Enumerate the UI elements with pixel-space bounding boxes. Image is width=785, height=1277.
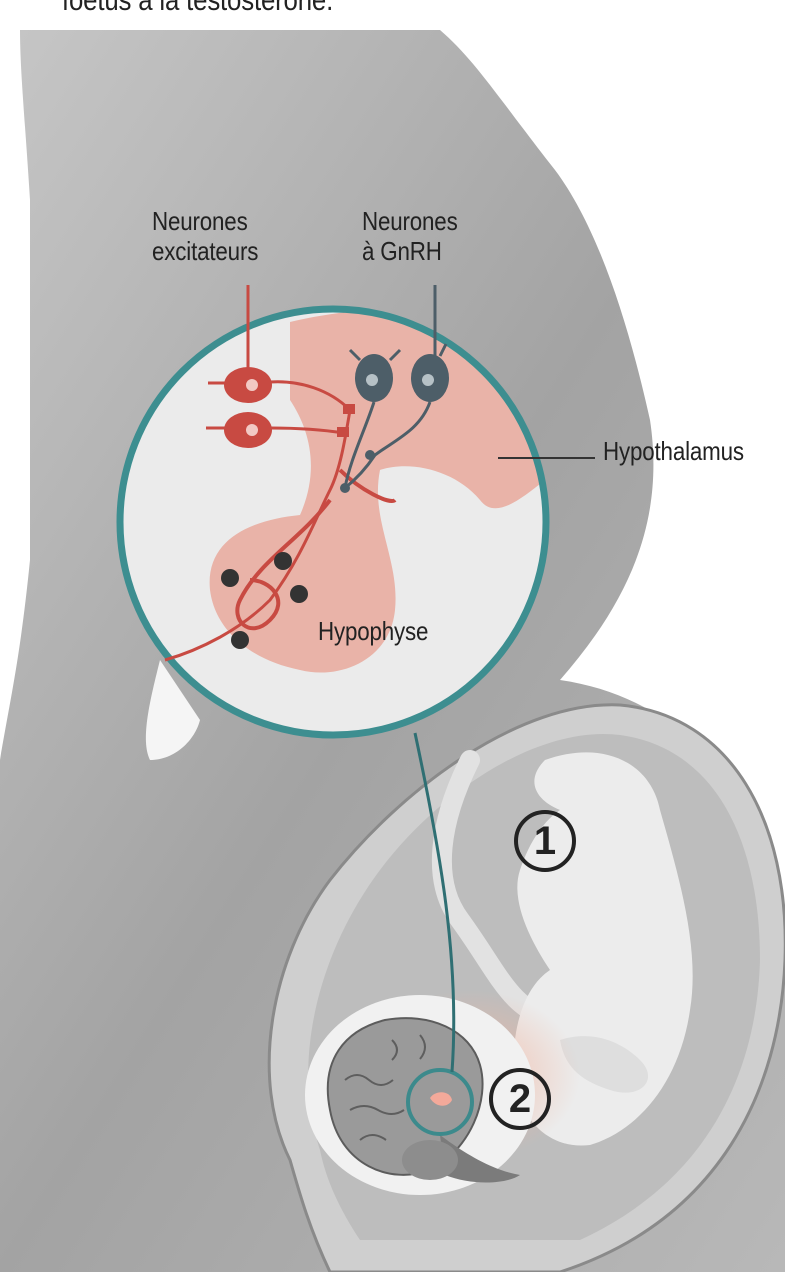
label-gnrh-line2: à GnRH xyxy=(362,236,458,266)
cerebellum xyxy=(402,1140,458,1180)
label-excitatory-line1: Neurones xyxy=(152,206,258,236)
pituitary-dot-4 xyxy=(231,631,249,649)
gnrh-neuron-1-nucleus xyxy=(366,374,378,386)
label-excitatory-neurons: Neurones excitateurs xyxy=(152,206,258,266)
gnrh-terminal-1 xyxy=(365,450,375,460)
red-synapse-1 xyxy=(343,404,355,414)
red-neuron-1-nucleus xyxy=(246,379,258,391)
marker-2: 2 xyxy=(489,1068,551,1130)
label-gnrh-line1: Neurones xyxy=(362,206,458,236)
gnrh-neuron-2-nucleus xyxy=(422,374,434,386)
pituitary-dot-1 xyxy=(221,569,239,587)
marker-1: 1 xyxy=(514,810,576,872)
label-hypothalamus: Hypothalamus xyxy=(603,436,744,466)
gnrh-terminal-2 xyxy=(340,483,350,493)
red-synapse-2 xyxy=(337,427,349,437)
red-neuron-2-nucleus xyxy=(246,424,258,436)
label-excitatory-line2: excitateurs xyxy=(152,236,258,266)
top-caption: foetus à la testostérone. xyxy=(62,0,333,16)
pituitary-dot-3 xyxy=(290,585,308,603)
pituitary-dot-2 xyxy=(274,552,292,570)
label-gnrh-neurons: Neurones à GnRH xyxy=(362,206,458,266)
label-hypophysis: Hypophyse xyxy=(318,616,428,646)
